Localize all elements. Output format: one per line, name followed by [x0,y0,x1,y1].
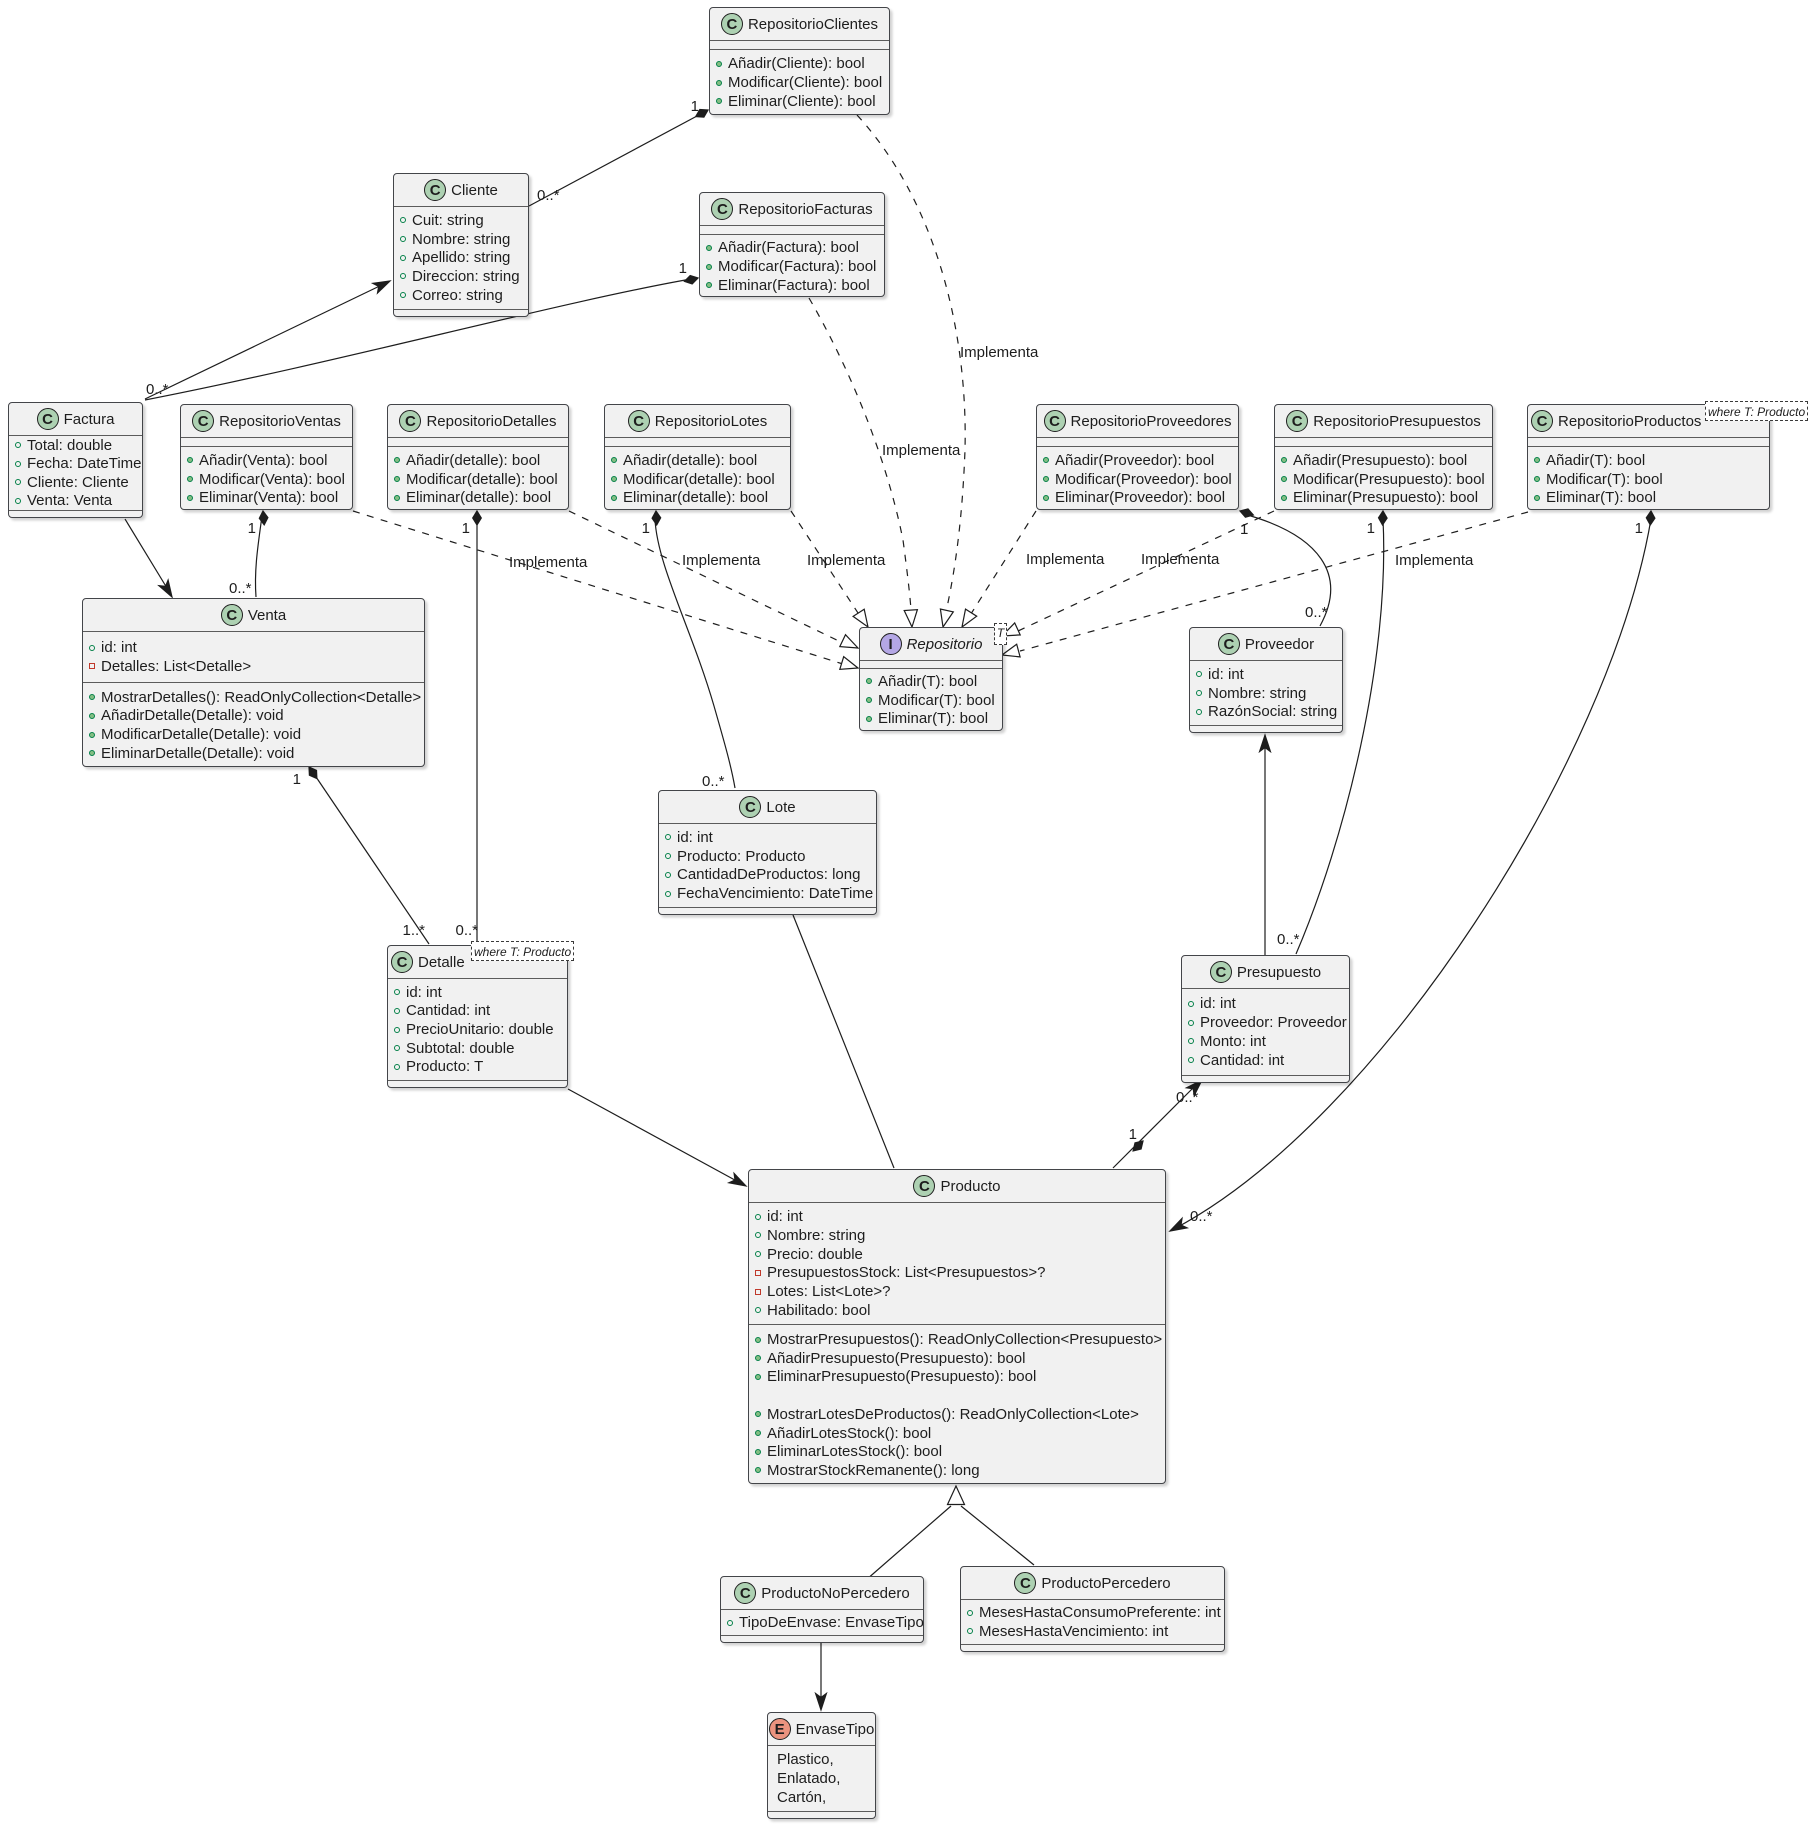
svg-text:Implementa: Implementa [1395,552,1474,569]
svg-text:1: 1 [1240,521,1248,538]
svg-text:0..*: 0..* [455,922,478,939]
svg-text:Implementa: Implementa [1026,551,1105,568]
svg-text:0..*: 0..* [1190,1208,1213,1225]
svg-text:1: 1 [1635,520,1643,537]
svg-text:Implementa: Implementa [882,442,961,459]
svg-text:0..*: 0..* [1277,931,1300,948]
svg-text:1: 1 [462,520,470,537]
svg-text:1: 1 [1367,520,1375,537]
svg-text:1: 1 [642,520,650,537]
svg-text:0..*: 0..* [702,773,725,790]
svg-text:0..*: 0..* [229,580,252,597]
svg-text:0..*: 0..* [1305,604,1328,621]
svg-text:0..*: 0..* [1176,1089,1199,1106]
svg-text:0..*: 0..* [537,187,560,204]
svg-text:1: 1 [293,771,301,788]
svg-text:1: 1 [691,98,699,115]
svg-text:1..*: 1..* [402,922,425,939]
svg-text:Implementa: Implementa [1141,551,1220,568]
svg-text:0..*: 0..* [146,381,169,398]
svg-text:1: 1 [248,520,256,537]
svg-text:Implementa: Implementa [682,552,761,569]
svg-text:1: 1 [1129,1126,1137,1143]
svg-text:Implementa: Implementa [960,344,1039,361]
svg-text:Implementa: Implementa [807,552,886,569]
svg-text:1: 1 [679,260,687,277]
svg-text:Implementa: Implementa [509,554,588,571]
